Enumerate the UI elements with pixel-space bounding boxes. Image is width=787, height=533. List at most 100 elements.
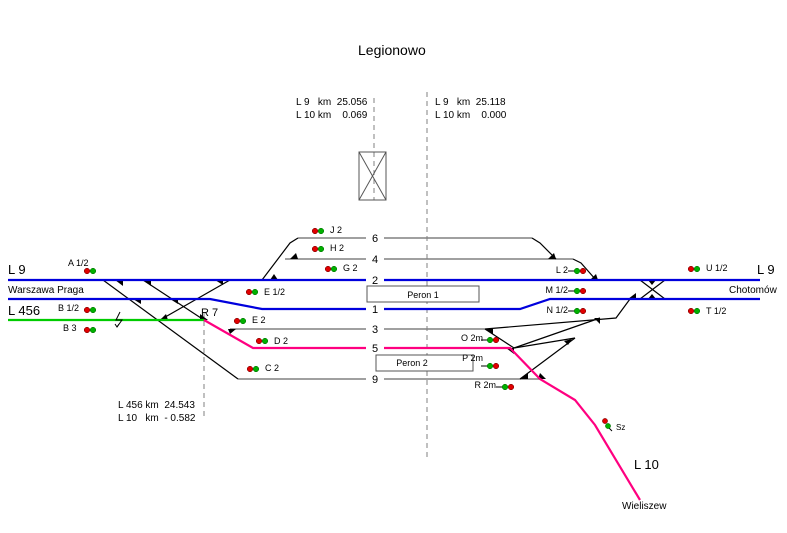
green-lamp-icon [693, 265, 701, 273]
svg-text:L 10 km 0.069: L 10 km 0.069 [296, 110, 368, 121]
track-number-3: 3 [372, 324, 378, 336]
track-number-1: 1 [372, 304, 378, 316]
signal-label: P 2m [462, 353, 483, 363]
green-lamp-icon [252, 365, 260, 373]
red-lamp-icon [579, 307, 587, 315]
red-lamp-icon [83, 306, 91, 314]
signal-r: R 2m [474, 380, 515, 391]
station-building [358, 151, 387, 201]
switch-points [115, 253, 656, 379]
green-lamp-icon [317, 245, 325, 253]
signal-c: C 2 [246, 363, 279, 373]
signal-b3: B 3 [63, 323, 97, 334]
destination-wieliszew: Wieliszew [622, 501, 667, 512]
red-lamp-icon [492, 336, 500, 344]
red-lamp-icon [602, 418, 608, 424]
signal-e2: E 2 [233, 315, 266, 325]
signal-sz: Sz [602, 418, 625, 432]
signal-label: J 2 [330, 225, 342, 235]
switch-label-r7: R 7 [201, 307, 218, 319]
line-l10 [203, 319, 641, 501]
signal-label: H 2 [330, 243, 344, 253]
green-lamp-icon [89, 306, 97, 314]
signal-label: N 1/2 [546, 305, 568, 315]
red-lamp-icon [255, 337, 263, 345]
signal-label: D 2 [274, 336, 288, 346]
track-number-2: 2 [372, 275, 378, 287]
signal-d: D 2 [255, 336, 288, 346]
track-numbers: 6 4 2 1 3 5 9 [372, 233, 378, 386]
km-marker-right-top: L 9 km 25.118 L 10 km 0.000 [435, 97, 507, 121]
red-lamp-icon [311, 227, 319, 235]
signal-label: M 1/2 [545, 285, 568, 295]
station-title: Legionowo [358, 42, 426, 58]
red-lamp-icon [83, 326, 91, 334]
signal-p: P 2m [462, 353, 500, 370]
track-1-right [384, 297, 760, 311]
signal-u: U 1/2 [687, 263, 728, 273]
signal-label: T 1/2 [706, 306, 726, 316]
track-5-right-to-wieliszew [384, 346, 641, 501]
svg-text:L 10 km 0.000: L 10 km 0.000 [435, 110, 507, 121]
green-lamp-icon [501, 383, 509, 391]
svg-text:L 9 km 25.118: L 9 km 25.118 [435, 97, 506, 108]
signal-n: N 1/2 [546, 305, 587, 315]
green-lamp-icon [573, 287, 581, 295]
red-lamp-icon [246, 365, 254, 373]
green-lamp-icon [239, 317, 247, 325]
red-lamp-icon [245, 288, 253, 296]
signal-g: G 2 [324, 263, 358, 273]
signal-label: E 1/2 [264, 287, 285, 297]
track-number-5: 5 [372, 343, 378, 355]
green-lamp-icon [605, 423, 611, 429]
green-lamp-icon [693, 307, 701, 315]
signal-label: E 2 [252, 315, 266, 325]
svg-text:L 456 km 24.543: L 456 km 24.543 [118, 400, 195, 411]
signal-a: A 1/2 [68, 258, 97, 275]
green-lamp-icon [573, 267, 581, 275]
signal-label: G 2 [343, 263, 358, 273]
svg-text:L 10 km - 0.582: L 10 km - 0.582 [118, 413, 196, 424]
signal-t: T 1/2 [687, 306, 726, 316]
line-label-l9-left: L 9 [8, 262, 26, 277]
platform-2: Peron 2 [375, 354, 474, 372]
green-lamp-icon [486, 336, 494, 344]
svg-text:Peron 2: Peron 2 [396, 358, 428, 368]
destination-warszawa-praga: Warszawa Praga [8, 285, 84, 296]
insulated-joint-icon [114, 311, 123, 328]
signal-label: L 2 [556, 265, 568, 275]
signal-e12: E 1/2 [245, 287, 285, 297]
track-5-left [203, 319, 366, 350]
red-lamp-icon [83, 267, 91, 275]
track-number-9: 9 [372, 374, 378, 386]
destination-chotomow: Chotomów [729, 285, 778, 296]
signals: A 1/2 B 1/2 B 3 E 1/2 E 2 D 2 C 2 J 2 H 2 G 2 L 2 M… [58, 225, 728, 432]
switch-connections [102, 237, 666, 380]
km-marker-bottom-left: L 456 km 24.543 L 10 km - 0.582 [118, 400, 196, 424]
signal-j: J 2 [311, 225, 342, 235]
red-lamp-icon [507, 383, 515, 391]
red-lamp-icon [687, 307, 695, 315]
signal-label: C 2 [265, 363, 279, 373]
platform-1: Peron 1 [366, 285, 480, 303]
signal-label: B 1/2 [58, 303, 79, 313]
signal-label: A 1/2 [68, 258, 89, 268]
red-lamp-icon [579, 267, 587, 275]
green-lamp-icon [330, 265, 338, 273]
green-lamp-icon [261, 337, 269, 345]
signal-label: O 2m [461, 333, 483, 343]
signal-h: H 2 [311, 243, 344, 253]
km-marker-left-top: L 9 km 25.056 L 10 km 0.069 [296, 97, 368, 121]
green-lamp-icon [251, 288, 259, 296]
line-label-l10: L 10 [634, 457, 659, 472]
green-lamp-icon [486, 362, 494, 370]
signal-label: R 2m [474, 380, 496, 390]
line-label-l456: L 456 [8, 303, 40, 318]
signal-b12: B 1/2 [58, 303, 97, 314]
signal-o: O 2m [461, 333, 500, 344]
track-number-4: 4 [372, 254, 378, 266]
red-lamp-icon [579, 287, 587, 295]
red-lamp-icon [233, 317, 241, 325]
green-lamp-icon [89, 267, 97, 275]
